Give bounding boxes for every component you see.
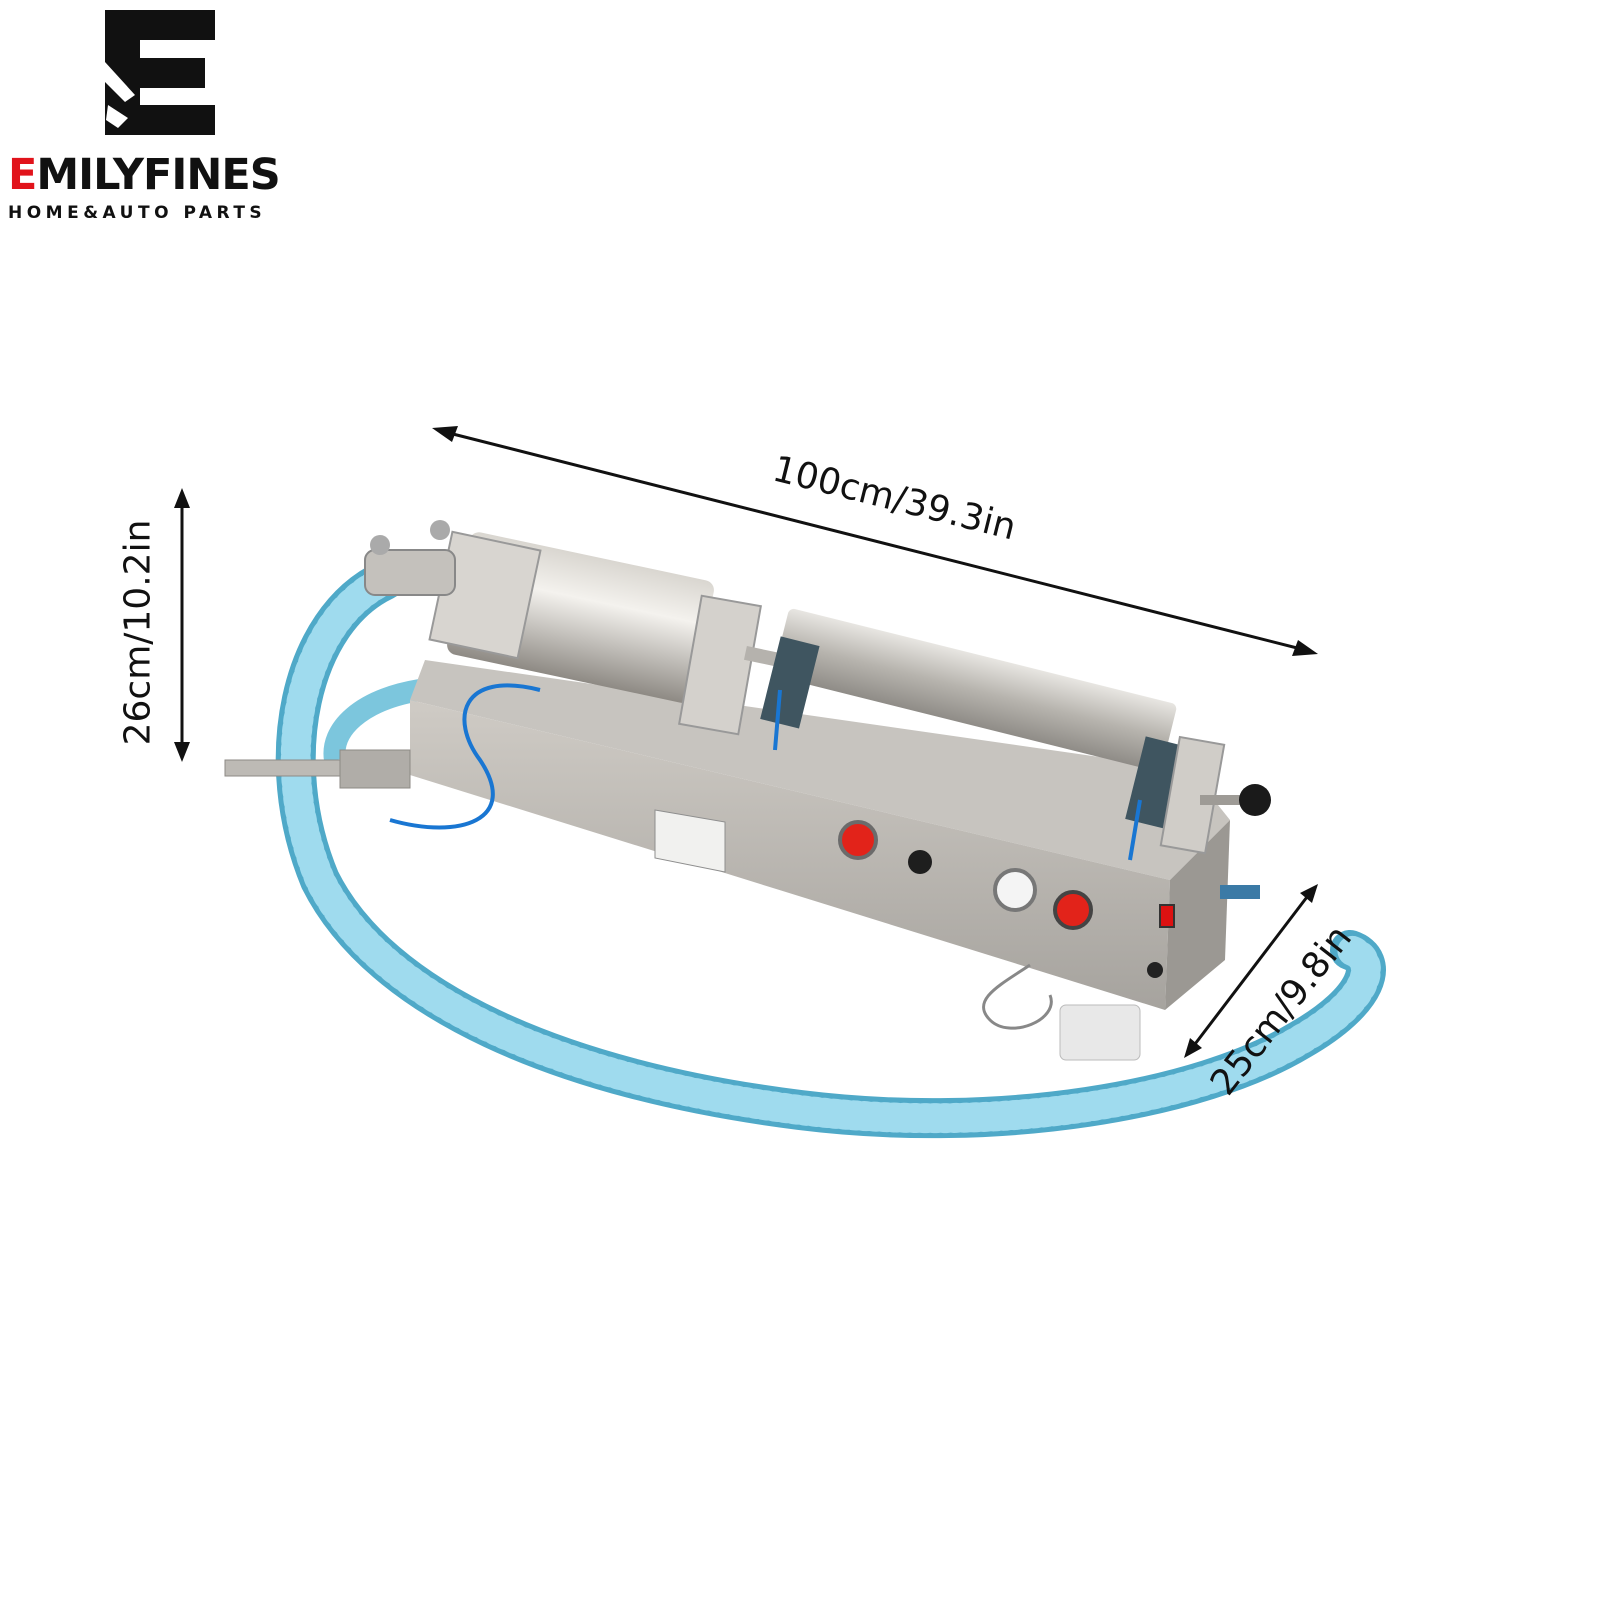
machine-base-front [410,700,1170,1010]
height-dimension-label: 26cm/10.2in [117,519,159,746]
adjust-knob-icon [1239,784,1271,816]
pressure-gauge-icon [993,868,1037,912]
cylinder-rear-plate [678,594,762,736]
spec-label-plate [654,809,726,873]
air-tube-3 [1128,799,1142,861]
logo-e-mark-icon [105,10,215,135]
height-dimension-arrow [174,488,190,762]
power-cable [982,963,1053,1030]
valve-clamp-icon [370,535,390,555]
machine-base-top [410,660,1230,880]
air-tube [389,683,541,830]
emergency-stop-icon [838,820,878,860]
brand-logo: EMILYFINES HOME&AUTO PARTS [0,0,330,230]
speed-knob-icon [908,850,932,874]
brand-tagline: HOME&AUTO PARTS [8,203,267,223]
start-button-icon [1053,890,1093,930]
machine-base-side [1165,820,1230,1010]
fuse-holder-icon [1147,962,1163,978]
brand-name: EMILYFINES [8,150,281,200]
air-cylinder-front-cap [760,636,820,729]
nozzle-valve-block [339,749,411,789]
depth-dimension-arrow [1184,884,1318,1058]
air-inlet-fitting [1220,885,1260,899]
adjust-shaft [1200,795,1245,805]
outlet-hose [323,679,423,762]
foot-pedal [1059,1004,1141,1061]
air-cylinder [773,608,1177,772]
brand-name-accent: E [8,150,37,200]
valve-clamp-icon-2 [430,520,450,540]
length-dimension-arrow [432,426,1318,656]
air-tube-2 [773,689,782,751]
brand-name-rest: MILYFINES [36,150,280,200]
inlet-valve [364,549,456,596]
power-switch-icon [1159,904,1175,928]
